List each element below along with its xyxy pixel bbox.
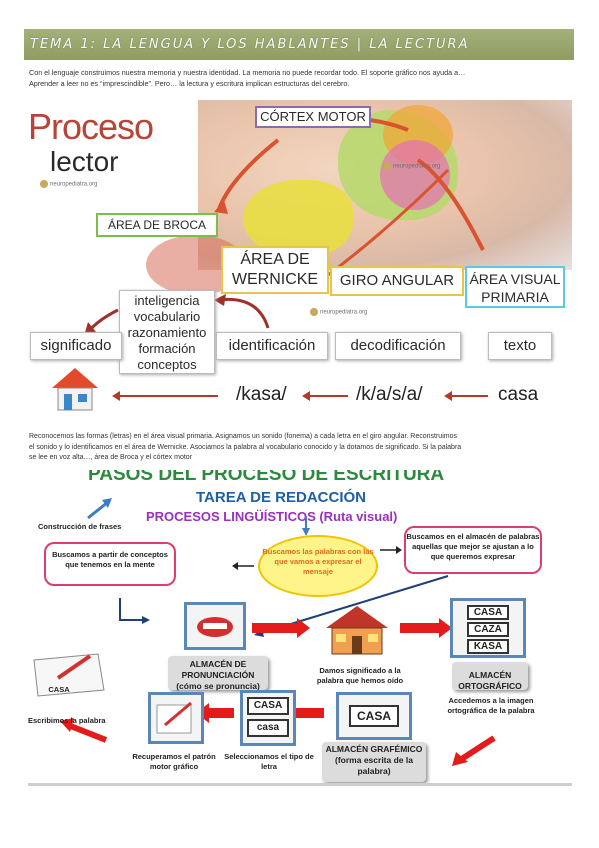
badge-almacen-ortografico: ALMACÉN ORTOGRÁFICO [452,662,528,691]
figure2-section: PROCESOS LINGÜÍSTICOS (Ruta visual) [146,509,398,524]
occipital-region [380,140,450,210]
intro-line-1: Con el lenguaje construimos nuestra memo… [29,68,466,77]
label-broca: ÁREA DE BROCA [96,213,218,237]
box-buscamos-conceptos: Buscamos a partir de conceptos que tenem… [44,542,176,586]
writing-process-figure: PASOS DEL PROCESO DE ESCRITURA TAREA DE … [28,470,572,786]
label-damos-significado: Damos significado a la palabra que hemos… [316,666,404,685]
label-area-visual: ÁREA VISUAL PRIMARIA [465,266,565,308]
paper-word: CASA [48,685,70,694]
label-area-visual-line2: PRIMARIA [481,289,549,305]
label-recuperamos: Recuperamos el patrón motor gráfico [132,752,216,771]
concept-item: inteligencia [134,293,200,308]
word-casa: casa [498,384,539,405]
wernicke-region [243,180,353,258]
label-wernicke-line1: ÁREA DE [240,251,310,268]
figure-subtitle: lector [50,146,119,177]
label-area-visual-line1: ÁREA VISUAL [469,271,561,287]
intro-line-2: Aprender a leer no es “imprescindible”. … [29,79,350,88]
flow-arrows [60,498,496,766]
orto-word: CASA [467,605,509,620]
box-buscamos-palabras: Buscamos las palabras con las que vamos … [258,535,378,597]
red-arrow [196,703,234,723]
paper-pen-icon [33,653,105,697]
page-title: TEMA 1: LA LENGUA Y LOS HABLANTES | LA L… [30,37,470,52]
figure2-subtitle: TAREA DE REDACCIÓN [196,489,367,506]
house-icon [326,606,388,655]
badge-almacen-grafemico: ALMACÉN GRAFÉMICO (forma escrita de la p… [322,742,426,782]
mouth-icon [197,617,233,637]
pronunciation-shelf [184,602,246,650]
concepts-box: inteligencia vocabulario razonamiento fo… [119,290,215,374]
watermark-logo: neuropediatra.org [40,180,97,188]
concept-item: formación [138,341,196,356]
type-word: casa [247,719,289,737]
label-significado: significado [30,332,122,360]
figure-title: Proceso [28,106,154,147]
label-texto: texto [488,332,552,360]
red-arrow [252,618,310,638]
writing-hand-icon [156,701,192,734]
orto-word: CAZA [467,622,509,637]
graf-word: CASA [349,705,399,727]
watermark-logo: neuropediatra.org [310,308,367,316]
label-accedemos: Accedemos a la imagen ortográfica de la … [447,696,535,715]
concept-item: conceptos [137,357,197,372]
letter-type-shelf: CASA casa [240,690,296,746]
concept-item: razonamiento [127,325,207,340]
label-escribimos: Escribimos la palabra [28,716,106,725]
badge-almacen-pronunciacion: ALMACÉN DE PRONUNCIACIÓN (cómo se pronun… [168,656,268,691]
word-kasa: /kasa/ [236,384,287,405]
word-phonemes: /k/a/s/a/ [356,384,423,405]
middle-line-2: el sonido y lo identificamos en el área … [29,443,462,451]
label-identificacion: identificación [216,332,328,360]
watermark-logo: neuropediatra.org [383,162,440,170]
box-buscamos-almacen: Buscamos en el almacén de palabras aquel… [404,526,542,574]
red-arrow [400,618,452,638]
middle-line-3: se lee en voz alta…, área de Broca y el … [29,454,193,461]
middle-paragraph: Reconocemos las formas (letras) en el ár… [29,432,574,464]
graphemic-shelf: CASA [336,692,412,740]
label-wernicke: ÁREA DE WERNICKE [221,246,329,294]
label-seleccionamos: Seleccionamos el tipo de letra [224,752,314,771]
reading-process-figure: Proceso lector neuropediatra.org neurope… [28,100,572,416]
orto-word: KASA [467,639,509,654]
page-header: TEMA 1: LA LENGUA Y LOS HABLANTES | LA L… [24,29,574,60]
process-arrows [84,116,488,401]
orthographic-shelf: CASA CAZA KASA [450,598,526,658]
type-word: CASA [247,697,289,715]
house-icon [52,368,98,411]
concept-item: vocabulario [133,309,201,324]
label-cortex-motor: CÓRTEX MOTOR [255,106,371,128]
intro-paragraph: Con el lenguaje construimos nuestra memo… [29,67,574,89]
label-wernicke-line2: WERNICKE [231,271,319,288]
label-construccion: Construcción de frases [38,522,122,531]
label-decodificacion: decodificación [335,332,461,360]
middle-line-1: Reconocemos las formas (letras) en el ár… [29,433,457,440]
label-giro-angular: GIRO ANGULAR [330,266,464,296]
motor-pattern-shelf [148,692,204,744]
figure2-title: PASOS DEL PROCESO DE ESCRITURA [88,470,445,485]
